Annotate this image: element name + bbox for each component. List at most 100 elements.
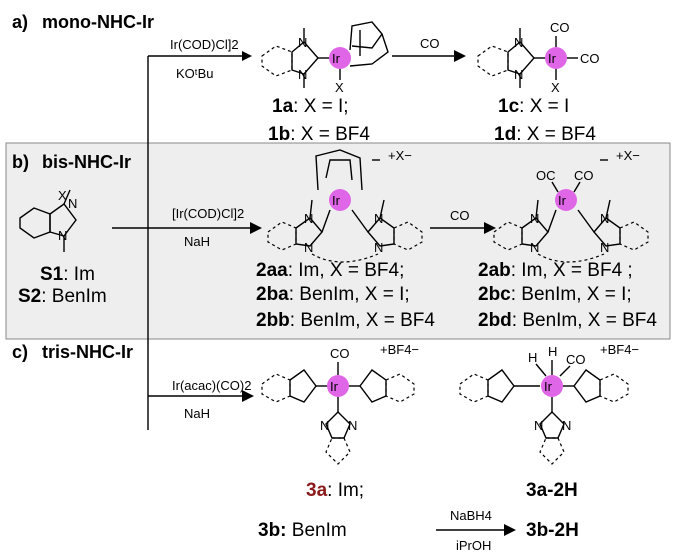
- label-3b-2h: 3b-2H: [526, 520, 579, 541]
- svg-text:bis-NHC-Ir: bis-NHC-Ir: [42, 152, 131, 172]
- svg-text:2ab: Im, X = BF4 ;: 2ab: Im, X = BF4 ;: [478, 260, 633, 281]
- svg-text:CO: CO: [330, 346, 350, 361]
- section-a-heading: a) mono-NHC-Ir: [12, 12, 154, 32]
- svg-text:mono-NHC-Ir: mono-NHC-Ir: [42, 12, 154, 32]
- svg-text:X: X: [335, 80, 344, 95]
- svg-text:Ir(COD)Cl]2: Ir(COD)Cl]2: [170, 37, 239, 52]
- svg-text:Ir: Ir: [558, 193, 567, 208]
- svg-text:1a: X = I;: 1a: X = I;: [272, 96, 349, 117]
- svg-text:CO: CO: [450, 208, 470, 223]
- label-2bb: 2bb: BenIm, X = BF4: [256, 310, 435, 331]
- svg-text:2ba: BenIm, X = I;: 2ba: BenIm, X = I;: [256, 284, 410, 305]
- svg-text:3b: BenIm: 3b: BenIm: [258, 520, 347, 541]
- svg-text:c): c): [12, 342, 28, 362]
- label-2bd: 2bd: BenIm, X = BF4: [478, 310, 657, 331]
- arrow-a: Ir(COD)Cl]2 KOᵗBu: [148, 37, 252, 81]
- svg-text:N: N: [530, 211, 539, 226]
- svg-text:S1: Im: S1: Im: [40, 264, 95, 285]
- svg-text:Ir: Ir: [332, 193, 341, 208]
- label-1d: 1d: X = BF4: [494, 124, 596, 145]
- svg-text:2bc: BenIm, X = I;: 2bc: BenIm, X = I;: [478, 284, 632, 305]
- structure-3a-2h: Ir H H CO +BF4− N N: [459, 342, 639, 465]
- svg-text:N: N: [562, 418, 571, 433]
- svg-text:1c: X = I: 1c: X = I: [498, 96, 569, 117]
- structure-2b: Ir N N N N OC CO +X−: [493, 148, 649, 263]
- svg-text:NaH: NaH: [184, 406, 210, 421]
- structure-3a: Ir CO +BF4− N N: [261, 342, 419, 465]
- label-s2: S2: BenIm: [18, 286, 107, 307]
- arrow-c: Ir(acac)(CO)2 NaH: [148, 378, 254, 421]
- arrow-nabh4: NaBH4 iPrOH: [436, 508, 516, 553]
- panel-b-background: [5, 142, 671, 340]
- svg-text:X: X: [58, 188, 67, 203]
- svg-text:N: N: [348, 418, 357, 433]
- svg-text:CO: CO: [566, 352, 586, 367]
- svg-text:2bb: BenIm, X = BF4: 2bb: BenIm, X = BF4: [256, 310, 435, 331]
- section-c-heading: c) tris-NHC-Ir: [12, 342, 133, 362]
- label-2ba: 2ba: BenIm, X = I;: [256, 284, 410, 305]
- svg-text:Ir: Ir: [544, 379, 553, 394]
- label-2ab: 2ab: Im, X = BF4 ;: [478, 260, 633, 281]
- arrow-co-b: CO: [430, 208, 496, 234]
- svg-text:CO: CO: [580, 51, 600, 66]
- svg-text:NaBH4: NaBH4: [450, 508, 492, 523]
- svg-text:N: N: [374, 240, 383, 255]
- svg-text:N: N: [374, 211, 383, 226]
- svg-text:1b: X = BF4: 1b: X = BF4: [268, 124, 370, 145]
- svg-text:Ir: Ir: [332, 51, 341, 66]
- svg-text:+X−: +X−: [388, 148, 412, 163]
- structure-1ab: Ir N N X: [261, 21, 389, 95]
- svg-text:b): b): [12, 152, 29, 172]
- svg-text:OC: OC: [536, 168, 556, 183]
- structure-s1-s2: X N N: [19, 188, 77, 252]
- svg-text:N: N: [304, 240, 313, 255]
- svg-text:3a: Im;: 3a: Im;: [306, 480, 364, 501]
- svg-text:tris-NHC-Ir: tris-NHC-Ir: [42, 342, 133, 362]
- svg-text:+X−: +X−: [616, 148, 640, 163]
- label-2bc: 2bc: BenIm, X = I;: [478, 284, 632, 305]
- svg-text:N: N: [298, 35, 307, 50]
- label-2aa: 2aa: Im, X = BF4;: [256, 260, 404, 281]
- svg-text:+BF4−: +BF4−: [380, 342, 419, 357]
- svg-text:N: N: [530, 240, 539, 255]
- svg-text:H: H: [528, 350, 537, 365]
- svg-text:N: N: [514, 35, 523, 50]
- svg-text:N: N: [320, 418, 329, 433]
- svg-text:3a-2H: 3a-2H: [526, 480, 578, 501]
- svg-text:+BF4−: +BF4−: [600, 342, 639, 357]
- svg-text:N: N: [600, 240, 609, 255]
- svg-text:KOᵗBu: KOᵗBu: [176, 66, 214, 81]
- section-b-heading: b) bis-NHC-Ir: [12, 152, 131, 172]
- label-3a-2h: 3a-2H: [526, 480, 578, 501]
- svg-text:CO: CO: [574, 168, 594, 183]
- label-s1: S1: Im: [40, 264, 95, 285]
- svg-text:a): a): [12, 12, 28, 32]
- svg-text:Ir: Ir: [548, 51, 557, 66]
- label-3a: 3a: Im;: [306, 480, 364, 501]
- svg-text:N: N: [534, 418, 543, 433]
- svg-text:N: N: [600, 211, 609, 226]
- svg-text:2aa: Im, X = BF4;: 2aa: Im, X = BF4;: [256, 260, 404, 281]
- svg-text:2bd: BenIm, X = BF4: 2bd: BenIm, X = BF4: [478, 310, 657, 331]
- arrow-b: [Ir(COD)Cl]2 NaH: [112, 206, 262, 249]
- svg-text:H: H: [548, 344, 557, 359]
- structure-2a: Ir N N N N +X−: [267, 148, 423, 263]
- svg-text:X: X: [551, 80, 560, 95]
- svg-text:N: N: [68, 196, 77, 211]
- svg-text:3b-2H: 3b-2H: [526, 520, 579, 541]
- svg-text:iPrOH: iPrOH: [456, 538, 491, 553]
- label-1c: 1c: X = I: [498, 96, 569, 117]
- svg-text:CO: CO: [420, 36, 440, 51]
- arrow-co-a: CO: [392, 36, 466, 62]
- svg-text:Ir: Ir: [330, 379, 339, 394]
- svg-text:CO: CO: [550, 20, 570, 35]
- svg-text:N: N: [304, 211, 313, 226]
- svg-text:NaH: NaH: [184, 234, 210, 249]
- svg-text:Ir(acac)(CO)2: Ir(acac)(CO)2: [172, 378, 251, 393]
- svg-text:[Ir(COD)Cl]2: [Ir(COD)Cl]2: [172, 206, 244, 221]
- svg-text:N: N: [58, 228, 67, 243]
- label-1a: 1a: X = I;: [272, 96, 349, 117]
- svg-text:N: N: [298, 67, 307, 82]
- label-1b: 1b: X = BF4: [268, 124, 370, 145]
